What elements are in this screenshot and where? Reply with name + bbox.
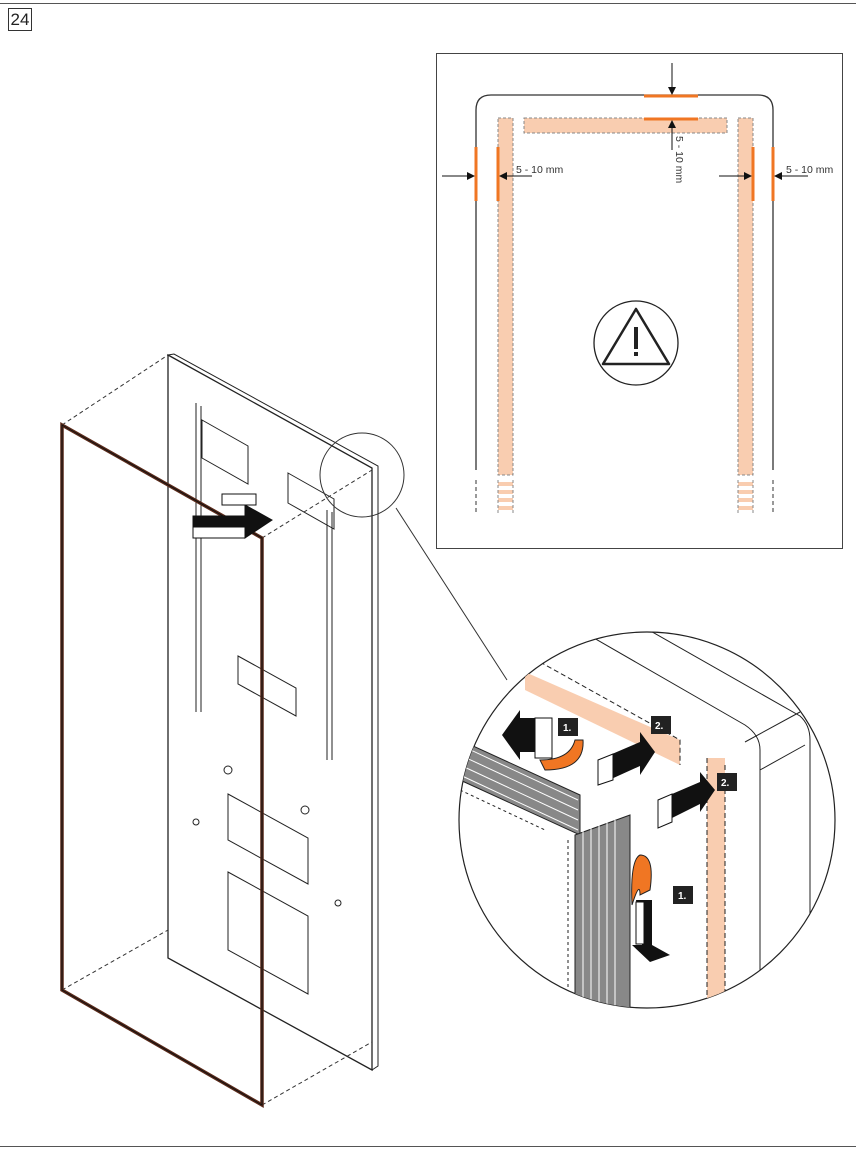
dimension-top-label: 5 - 10 mm bbox=[673, 136, 685, 184]
insert-arrow-icon bbox=[192, 493, 273, 539]
step-1-top-label: 1. bbox=[563, 723, 572, 734]
magnifier-source-circle bbox=[319, 432, 405, 518]
dimension-right-label: 5 - 10 mm bbox=[786, 164, 834, 176]
step-2-right-label: 2. bbox=[721, 778, 730, 789]
bottom-rule bbox=[0, 1146, 856, 1147]
press-arrow-icon bbox=[657, 772, 715, 829]
warning-triangle-icon bbox=[593, 300, 679, 386]
tape-left bbox=[497, 117, 514, 476]
step-1-bottom-label: 1. bbox=[678, 891, 687, 902]
gap-markers bbox=[474, 94, 775, 201]
detail-view: 5 - 10 mm 5 - 10 mm 5 - 10 mm bbox=[436, 53, 843, 549]
glass-door bbox=[60, 422, 264, 1109]
magnified-view: 1. 2. 2. 1. bbox=[458, 631, 836, 1009]
step-number: 24 bbox=[8, 8, 32, 31]
back-panel bbox=[167, 353, 379, 1072]
dimension-left-label: 5 - 10 mm bbox=[516, 164, 564, 176]
peel-arrow-icon bbox=[632, 900, 670, 962]
step-2-top-label: 2. bbox=[655, 721, 664, 732]
panel-outline bbox=[475, 94, 774, 470]
tape-top bbox=[523, 117, 728, 134]
press-arrow-icon bbox=[597, 732, 655, 786]
tape-right bbox=[737, 117, 754, 476]
dimension-arrows bbox=[442, 63, 808, 180]
projection-lines bbox=[61, 354, 373, 1106]
peel-arrow-icon bbox=[502, 710, 553, 760]
magnifier-connector bbox=[395, 507, 508, 681]
top-rule bbox=[0, 3, 856, 4]
